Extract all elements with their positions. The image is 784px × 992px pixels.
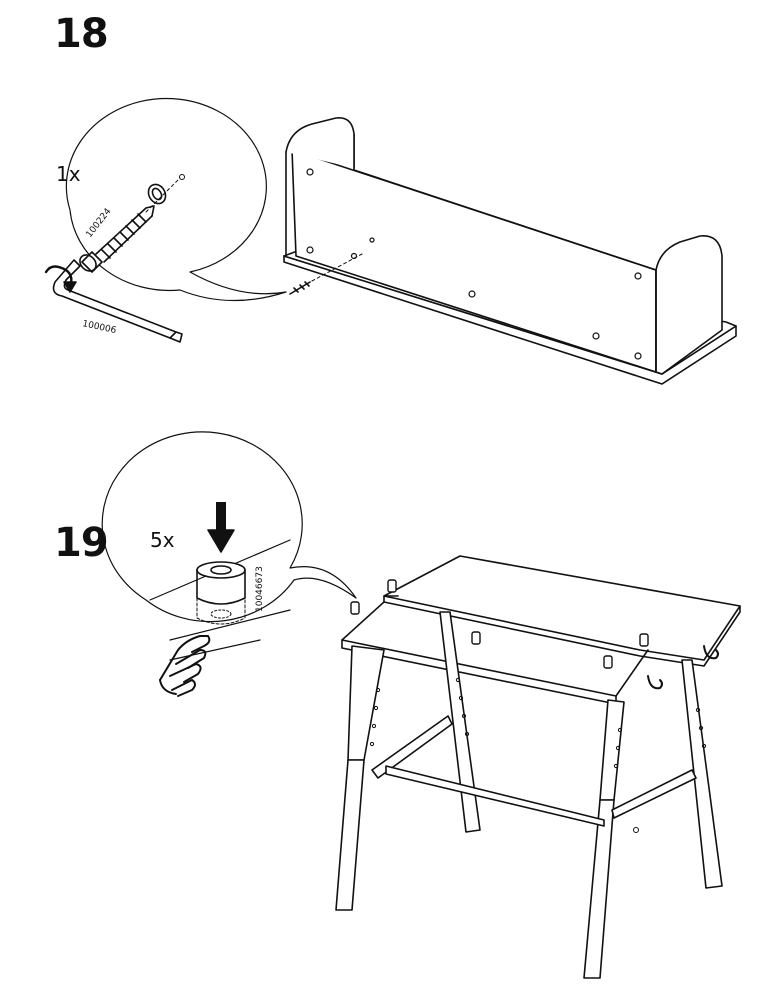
cap-insert-icon xyxy=(196,561,246,625)
panel-holes xyxy=(306,168,642,360)
cap-part-label: 10046673 xyxy=(255,566,265,612)
leg-holes xyxy=(369,677,707,833)
step-19-callout-bubble xyxy=(101,431,357,623)
pressing-hand-icon xyxy=(159,635,211,697)
step-18-number: 18 xyxy=(54,11,109,57)
step-19-number: 19 xyxy=(54,520,109,566)
rotation-arrow-icon xyxy=(44,265,77,293)
step-18-callout-bubble xyxy=(65,97,287,302)
bench-frame xyxy=(335,555,741,979)
screw-icon xyxy=(79,205,155,273)
step-19-quantity: 5x xyxy=(150,528,175,552)
bench-panel xyxy=(283,117,737,385)
screw-small-icon xyxy=(289,253,363,295)
step-18-quantity: 1x xyxy=(56,162,81,186)
hole-icon xyxy=(145,174,185,213)
push-down-arrow-icon xyxy=(207,502,235,553)
cap-inserts xyxy=(350,579,649,669)
